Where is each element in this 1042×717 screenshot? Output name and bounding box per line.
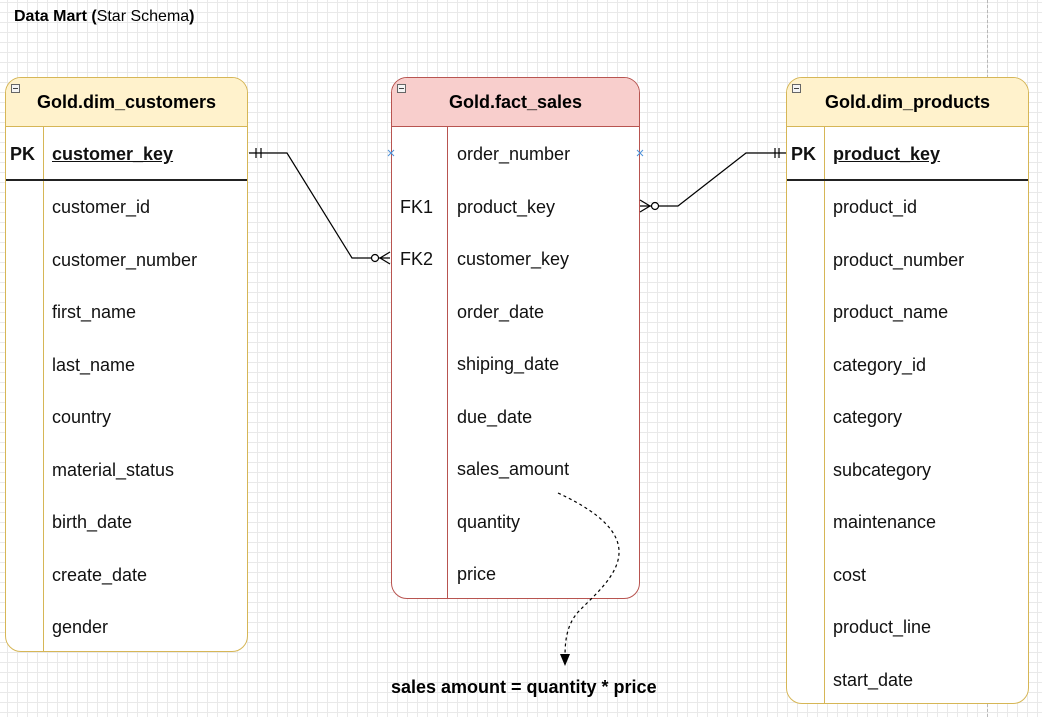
title-normal-part: Star Schema bbox=[96, 8, 190, 25]
customers-field[interactable]: customer_number bbox=[52, 249, 198, 270]
customers-field[interactable]: customer_id bbox=[52, 197, 151, 217]
title-bold-part: Data Mart ( bbox=[14, 8, 97, 25]
formula-arrow[interactable] bbox=[557, 492, 620, 666]
dim-customers-table[interactable]: Gold.dim_customers PK customer_key custo… bbox=[5, 77, 248, 652]
customers-field[interactable]: first_name bbox=[52, 302, 137, 322]
customers-field[interactable]: birth_date bbox=[52, 512, 133, 532]
fact-field[interactable]: quantity bbox=[457, 511, 521, 532]
customers-field[interactable]: gender bbox=[52, 617, 109, 637]
sales-amount-formula: sales amount = quantity * price bbox=[391, 677, 657, 697]
products-field[interactable]: product_line bbox=[833, 617, 932, 637]
fact-key-label: FK2 bbox=[400, 249, 434, 269]
products-field[interactable]: cost bbox=[833, 564, 867, 585]
products-field[interactable]: category_id bbox=[833, 354, 927, 375]
fact-field[interactable]: sales_amount bbox=[457, 459, 570, 479]
page-title: Data Mart (Star Schema) bbox=[14, 8, 195, 26]
dim-products-table[interactable]: Gold.dim_products PK product_key product… bbox=[786, 77, 1029, 704]
collapse-icon[interactable] bbox=[792, 84, 801, 93]
collapse-icon[interactable] bbox=[11, 84, 20, 93]
pk-field-product-key[interactable]: product_key bbox=[833, 144, 941, 164]
customers-field[interactable]: country bbox=[52, 407, 112, 427]
fact-field[interactable]: due_date bbox=[457, 406, 533, 427]
fact-sales-header[interactable]: Gold.fact_sales bbox=[392, 78, 639, 127]
pk-separator bbox=[787, 179, 1028, 181]
products-field[interactable]: product_name bbox=[833, 302, 949, 322]
products-field[interactable]: start_date bbox=[833, 669, 914, 690]
key-column-divider bbox=[43, 127, 44, 651]
pk-separator bbox=[6, 179, 247, 181]
rel-customers-fact[interactable] bbox=[249, 148, 391, 265]
customers-field[interactable]: material_status bbox=[52, 459, 175, 480]
pk-label: PK bbox=[791, 144, 817, 164]
customers-field[interactable]: last_name bbox=[52, 354, 136, 375]
rel-products-fact[interactable] bbox=[639, 148, 786, 213]
connection-point-markers bbox=[387, 149, 644, 157]
fact-field[interactable]: shiping_date bbox=[457, 354, 560, 374]
products-field[interactable]: maintenance bbox=[833, 512, 937, 532]
fact-key-label: FK1 bbox=[400, 196, 434, 217]
customers-field[interactable]: create_date bbox=[52, 564, 148, 585]
key-column-divider bbox=[447, 127, 448, 598]
products-field[interactable]: product_number bbox=[833, 249, 965, 270]
products-field[interactable]: subcategory bbox=[833, 459, 932, 480]
pk-field-customer-key[interactable]: customer_key bbox=[52, 144, 174, 164]
fact-field[interactable]: customer_key bbox=[457, 249, 570, 269]
fact-field[interactable]: order_number bbox=[457, 144, 571, 164]
fact-field[interactable]: order_date bbox=[457, 301, 545, 322]
collapse-icon[interactable] bbox=[397, 84, 406, 93]
dim-customers-title: Gold.dim_customers bbox=[36, 91, 217, 112]
dim-customers-header[interactable]: Gold.dim_customers bbox=[6, 78, 247, 127]
fact-field[interactable]: price bbox=[457, 564, 497, 584]
dim-products-header[interactable]: Gold.dim_products bbox=[787, 78, 1028, 127]
title-close-part: ) bbox=[189, 8, 195, 25]
key-column-divider bbox=[824, 127, 825, 703]
fact-sales-title: Gold.fact_sales bbox=[448, 91, 583, 112]
products-field[interactable]: product_id bbox=[833, 197, 918, 217]
dim-products-title: Gold.dim_products bbox=[824, 91, 990, 112]
products-field[interactable]: category bbox=[833, 407, 903, 427]
pk-label: PK bbox=[10, 144, 36, 164]
fact-field[interactable]: product_key bbox=[457, 196, 556, 217]
